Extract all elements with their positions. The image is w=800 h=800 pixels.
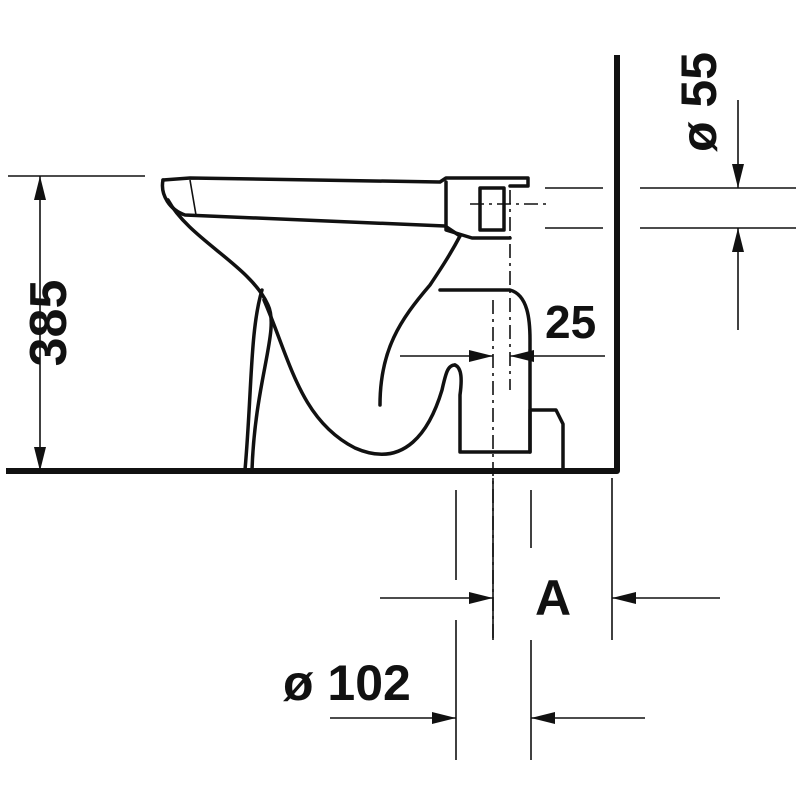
distance-a-label: A <box>535 570 571 626</box>
outlet-diameter-label: ø 102 <box>283 655 411 711</box>
toilet-bowl <box>160 176 565 472</box>
distance-a-dimension: A <box>380 478 720 640</box>
height-dimension: 385 <box>8 175 145 471</box>
pipe-diameter-label: ø 55 <box>671 52 727 152</box>
offset-label: 25 <box>545 296 596 348</box>
floor-wall-outline <box>6 55 620 474</box>
outlet-diameter-dimension: ø 102 <box>283 490 645 760</box>
height-label: 385 <box>20 280 78 367</box>
offset-dimension: 25 <box>400 296 605 362</box>
pipe-diameter-dimension: ø 55 <box>545 52 796 330</box>
